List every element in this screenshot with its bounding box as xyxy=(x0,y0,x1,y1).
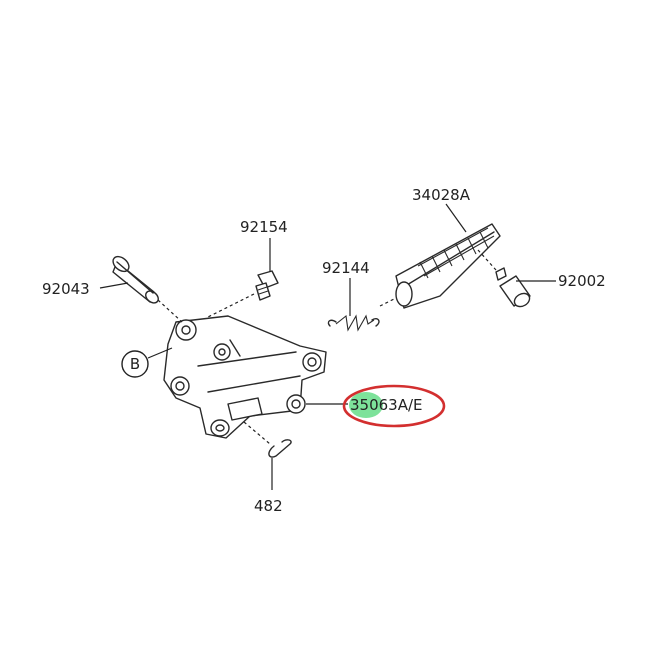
leader-92043 xyxy=(99,282,129,289)
spring-92144[interactable] xyxy=(327,314,380,332)
part-number-35063[interactable]: 35063A/E xyxy=(350,396,423,414)
part-number-92144[interactable]: 92144 xyxy=(322,259,370,277)
highlight-marker xyxy=(349,392,383,418)
leader-pin-to-bracket xyxy=(157,299,183,323)
ref-b-circle xyxy=(121,350,149,378)
leader-34028A xyxy=(445,203,467,233)
leader-circlip-to-bracket xyxy=(243,421,271,445)
leader-ref-b xyxy=(147,347,173,359)
footpeg-34028A[interactable] xyxy=(395,223,501,309)
bracket-35063[interactable] xyxy=(163,315,327,439)
leader-92002-to-step xyxy=(477,249,497,271)
part-number-92043[interactable]: 92043 xyxy=(42,280,90,298)
bushing-92002[interactable] xyxy=(495,267,532,309)
pin-92043[interactable] xyxy=(110,254,160,306)
bolt-92154[interactable] xyxy=(255,270,279,301)
part-number-34028A[interactable]: 34028A xyxy=(412,186,471,204)
part-number-482[interactable]: 482 xyxy=(254,497,283,515)
part-number-92154[interactable]: 92154 xyxy=(240,218,288,236)
circlip-482[interactable] xyxy=(268,439,292,458)
leader-bolt-to-bracket xyxy=(205,293,255,319)
ref-b-label: B xyxy=(130,355,140,373)
part-number-92002[interactable]: 92002 xyxy=(558,272,606,290)
highlight-ellipse xyxy=(342,384,446,428)
